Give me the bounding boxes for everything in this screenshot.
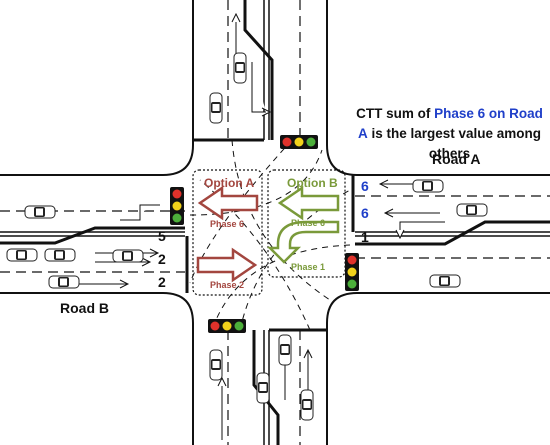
road-b-lane-count: 5 — [158, 228, 166, 244]
caption-part1: CTT sum of — [356, 106, 435, 121]
option-a-phase2-label: Phase 2 — [210, 280, 245, 290]
traffic-signal-west — [170, 187, 184, 225]
option-a-phase6-label: Phase 6 — [210, 219, 245, 229]
turn-trajectories — [189, 139, 351, 331]
traffic-signal-south — [208, 319, 246, 333]
option-b-phase6-arrow — [277, 185, 340, 221]
caption: CTT sum of Phase 6 on Road A is the larg… — [352, 104, 547, 164]
caption-highlight: Phase 6 on Road A — [357, 106, 543, 141]
option-b-phase6-label: Phase 6 — [291, 218, 326, 228]
option-b-phase1-arrow — [266, 220, 340, 264]
road-a-lane-count: 1 — [361, 229, 369, 245]
road-a-lane-count: 6 — [361, 178, 369, 194]
option-a-label: Option A — [204, 176, 255, 190]
option-a-phase2-arrow — [196, 247, 258, 283]
caption-part2: is the largest value among others — [367, 126, 542, 161]
road-a-lane-count: 6 — [361, 205, 369, 221]
option-b-label: Option B — [287, 176, 338, 190]
option-b-box — [267, 169, 346, 278]
road-b-lane-count: 2 — [158, 274, 166, 290]
road-b-lane-count: 2 — [158, 251, 166, 267]
option-a-phase6-arrow — [197, 185, 259, 221]
option-a-box — [192, 169, 263, 296]
option-b-phase1-label: Phase 1 — [291, 262, 326, 272]
traffic-signal-east — [345, 253, 359, 291]
road-a-label: Road A — [432, 151, 481, 167]
road-b-label: Road B — [60, 300, 109, 316]
traffic-signal-north — [280, 135, 318, 149]
